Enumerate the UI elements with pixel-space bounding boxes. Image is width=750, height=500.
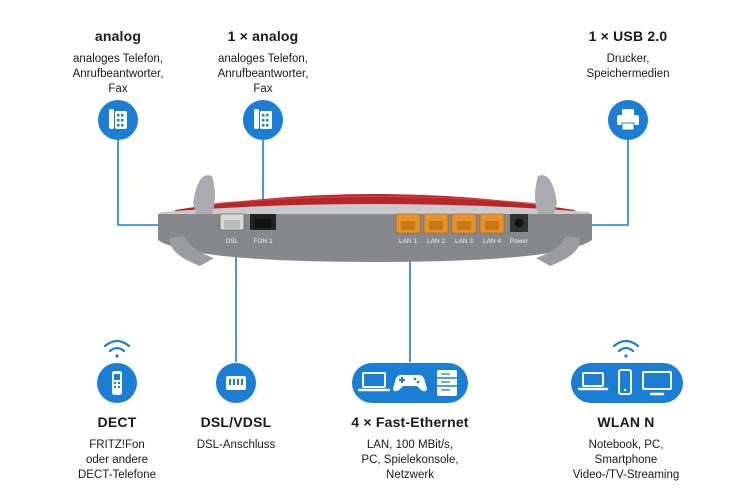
port-label-lan2: LAN 2 xyxy=(427,238,445,245)
feature-title: 1 × analog xyxy=(227,28,299,44)
port-label-dsl: DSL xyxy=(226,238,239,245)
telephone-icon xyxy=(98,100,138,140)
port-label-fon1: FON 1 xyxy=(253,238,273,245)
feature-wlan: WLAN N Notebook, PC, Smartphone Video-/T… xyxy=(556,414,696,483)
feature-description: Notebook, PC, Smartphone Video-/TV-Strea… xyxy=(572,439,680,481)
connector-lines xyxy=(117,140,629,362)
printer-icon xyxy=(608,100,648,140)
port-label-lan4: LAN 4 xyxy=(483,238,501,245)
feature-analog: analog analoges Telefon, Anrufbeantworte… xyxy=(58,28,178,97)
feature-description: FRITZ!Fon oder andere DECT-Telefone xyxy=(78,439,156,481)
connector-usb xyxy=(576,140,629,226)
lan-ports xyxy=(395,213,505,234)
feature-title: WLAN N xyxy=(597,414,655,430)
port-label-lan1: LAN 1 xyxy=(399,238,417,245)
port-label-lan3: LAN 3 xyxy=(455,238,473,245)
feature-dsl: DSL/VDSL DSL-Anschluss xyxy=(176,414,296,453)
feature-dect: DECT FRITZ!Fon oder andere DECT-Telefone xyxy=(57,414,177,483)
router-left-foot xyxy=(169,236,214,266)
feature-title: 4 × Fast-Ethernet xyxy=(351,414,469,430)
dect-phone-icon xyxy=(97,363,137,403)
feature-title: analog xyxy=(94,28,142,44)
feature-usb: 1 × USB 2.0 Drucker, Speichermedien xyxy=(568,28,688,82)
router: DSL FON 1 LAN 1 LAN 2 LAN 3 LAN 4 Power xyxy=(158,175,592,266)
feature-description: analoges Telefon, Anrufbeantworter, Fax xyxy=(72,53,164,95)
feature-description: LAN, 100 MBit/s, PC, Spielekonsole, Netz… xyxy=(361,439,459,481)
connector-analog1 xyxy=(117,140,168,226)
feature-description: Drucker, Speichermedien xyxy=(586,53,670,80)
port-label-power: Power xyxy=(510,238,529,245)
wifi-icon xyxy=(103,339,131,358)
laptop-phone-tv-icon xyxy=(571,363,683,403)
feature-title: 1 × USB 2.0 xyxy=(588,28,668,44)
router-right-foot xyxy=(536,236,581,266)
feature-description: analoges Telefon, Anrufbeantworter, Fax xyxy=(217,53,309,95)
feature-fast-ethernet: 4 × Fast-Ethernet LAN, 100 MBit/s, PC, S… xyxy=(340,414,480,483)
wifi-icon xyxy=(612,339,640,358)
router-right-horn xyxy=(535,175,557,214)
feature-title: DSL/VDSL xyxy=(200,414,272,430)
feature-description: DSL-Anschluss xyxy=(196,439,276,451)
laptop-gamepad-server-icon xyxy=(352,363,468,403)
feature-analog-1x: 1 × analog analoges Telefon, Anrufbeantw… xyxy=(203,28,323,97)
dsl-port-icon xyxy=(216,363,256,403)
router-left-horn xyxy=(193,175,215,214)
telephone-icon xyxy=(243,100,283,140)
feature-title: DECT xyxy=(97,414,137,430)
